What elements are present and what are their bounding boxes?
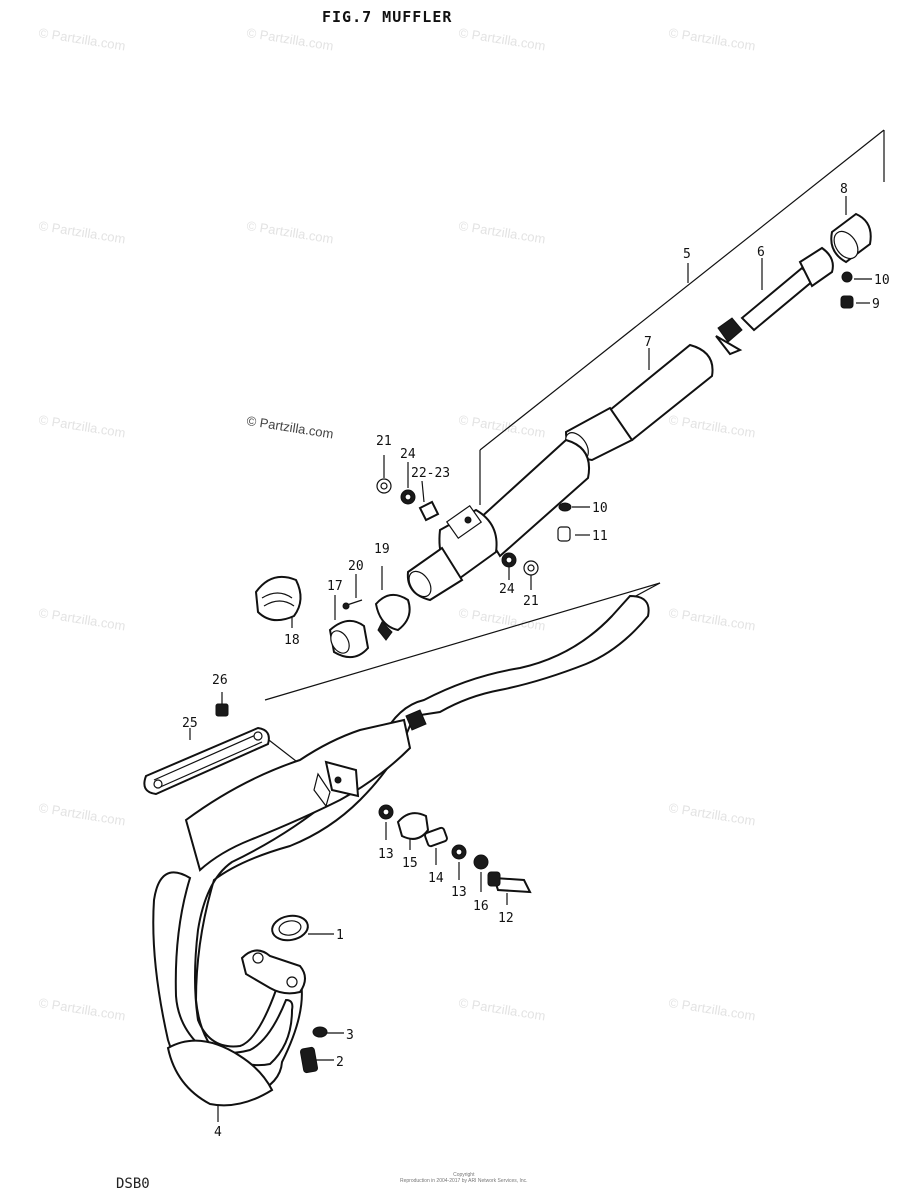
label-part-7: 7 [644, 335, 652, 350]
label-part-8: 8 [840, 182, 848, 197]
label-part-22-23: 22-23 [411, 466, 450, 481]
muffler-inner [564, 343, 714, 462]
end-cap [830, 212, 872, 264]
label-part-3: 3 [346, 1028, 354, 1043]
joint-clamp-spring [254, 576, 411, 659]
label-part-13: 13 [378, 847, 394, 862]
label-part-17: 17 [327, 579, 343, 594]
tail-pipe [715, 246, 834, 356]
mount-hardware [378, 804, 532, 894]
label-part-1: 1 [336, 928, 344, 943]
label-part-21: 21 [376, 434, 392, 449]
label-part-24: 24 [499, 582, 515, 597]
gasket-flange [240, 914, 328, 1074]
footer-line-2: Reproduction in 2004-2017 by ARI Network… [400, 1178, 528, 1184]
bracket [313, 760, 360, 808]
label-part-11: 11 [592, 529, 608, 544]
copyright-footer: Copyright Reproduction in 2004-2017 by A… [400, 1172, 528, 1184]
muffler-body [406, 438, 590, 602]
label-part-4: 4 [214, 1125, 222, 1140]
label-part-25: 25 [182, 716, 198, 731]
label-part-10: 10 [592, 501, 608, 516]
small-parts-upper [376, 478, 572, 576]
exhaust-pipe [152, 594, 650, 1107]
label-part-10: 10 [874, 273, 890, 288]
label-part-14: 14 [428, 871, 444, 886]
label-part-6: 6 [757, 245, 765, 260]
label-part-16: 16 [473, 899, 489, 914]
bolts-9-10 [840, 271, 854, 309]
footer-line-1: Copyright [453, 1172, 475, 1178]
label-part-26: 26 [212, 673, 228, 688]
label-part-20: 20 [348, 559, 364, 574]
callout-labels: 1 2 3 4 5 6 7 8 9 10 10 11 12 13 13 14 1… [182, 182, 890, 1140]
label-part-18: 18 [284, 633, 300, 648]
protector [143, 703, 270, 796]
label-part-24: 24 [400, 447, 416, 462]
diagram-code: DSB0 [116, 1176, 150, 1192]
label-part-12: 12 [498, 911, 514, 926]
label-part-15: 15 [402, 856, 418, 871]
label-part-9: 9 [872, 297, 880, 312]
label-part-2: 2 [336, 1055, 344, 1070]
label-part-21: 21 [523, 594, 539, 609]
label-part-19: 19 [374, 542, 390, 557]
figure-title: FIG.7 MUFFLER [322, 8, 453, 26]
label-part-13: 13 [451, 885, 467, 900]
label-part-5: 5 [683, 247, 691, 262]
